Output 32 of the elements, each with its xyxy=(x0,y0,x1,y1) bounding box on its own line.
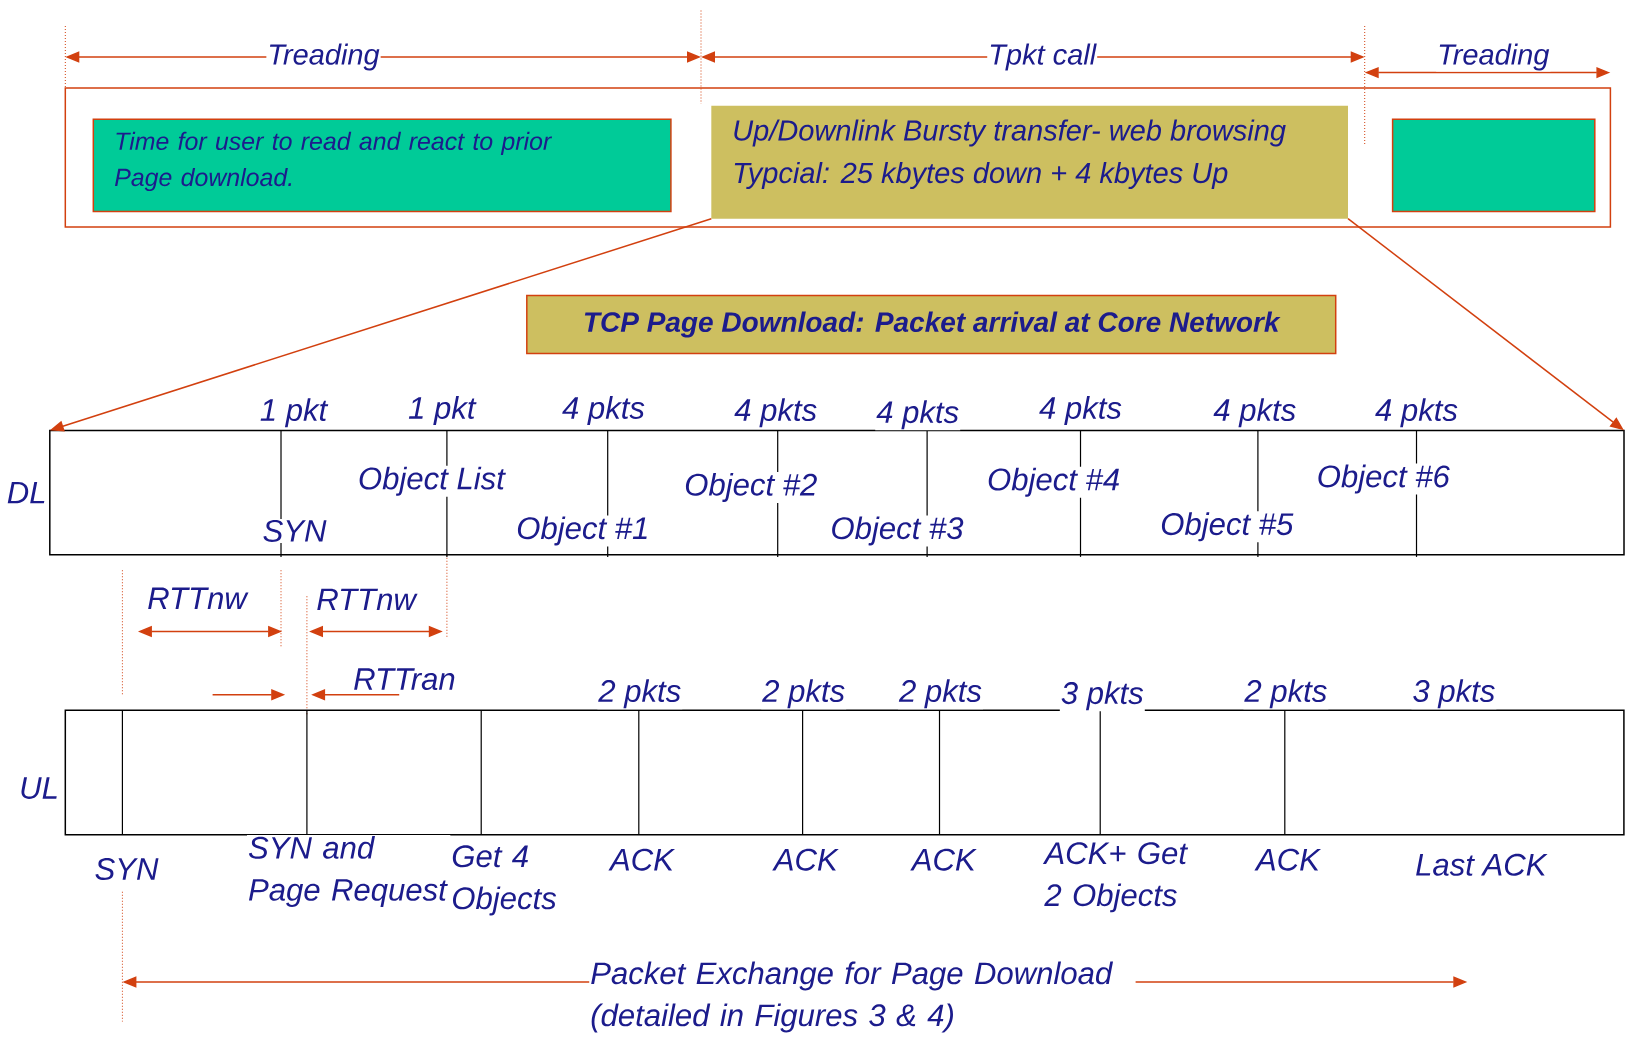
frame-box xyxy=(64,87,1612,228)
span-label: Treading xyxy=(1436,42,1551,72)
segment-label: SYN xyxy=(261,518,328,543)
segment-label: Object #1 xyxy=(515,515,651,547)
packet-count: 3 pkts xyxy=(1059,680,1145,712)
message-label: SYN and Page Request xyxy=(247,835,451,908)
span-label: Treading xyxy=(266,42,381,72)
segment-label: Object #4 xyxy=(986,466,1122,498)
node-label: UL xyxy=(21,777,57,799)
segment-label: Object #2 xyxy=(683,471,819,503)
packet-count: 4 pkts xyxy=(561,395,646,427)
packet-count: 4 pkts xyxy=(1374,397,1459,429)
span-label: Tpkt call xyxy=(987,42,1098,72)
packet-count: 4 pkts xyxy=(733,397,819,429)
segment-label: Object #3 xyxy=(829,515,965,547)
message-label: ACK+ Get 2 Objects xyxy=(1042,841,1198,914)
title-box: TCP Page Download: Packet arrival at Core Network xyxy=(526,294,1337,355)
message-label: Get 4 Objects xyxy=(450,844,577,917)
interval-label: RTTnw xyxy=(146,586,249,610)
segment-label: Object #6 xyxy=(1315,463,1451,495)
empty-box xyxy=(1391,118,1596,213)
packet-count: 1 pkt xyxy=(407,395,477,427)
interval-label: RTTnw xyxy=(315,587,418,612)
text-box: Up/Downlink Bursty transfer- web browsing Typcial: 25 kbytes down + 4 kbytes Up xyxy=(711,105,1348,219)
packet-count: 4 pkts xyxy=(875,399,961,431)
caption-label: Packet Exchange for Page Download (detailed in Figures 3 & 4) xyxy=(589,960,1136,1034)
node-label: DL xyxy=(7,481,45,504)
segment-label: Object List xyxy=(356,465,506,497)
segment-label: Object #5 xyxy=(1159,511,1295,543)
text-box: Time for user to read and react to prior Page download. xyxy=(92,118,672,213)
packet-count: 4 pkts xyxy=(1038,395,1123,427)
packet-count: 4 pkts xyxy=(1212,397,1298,429)
